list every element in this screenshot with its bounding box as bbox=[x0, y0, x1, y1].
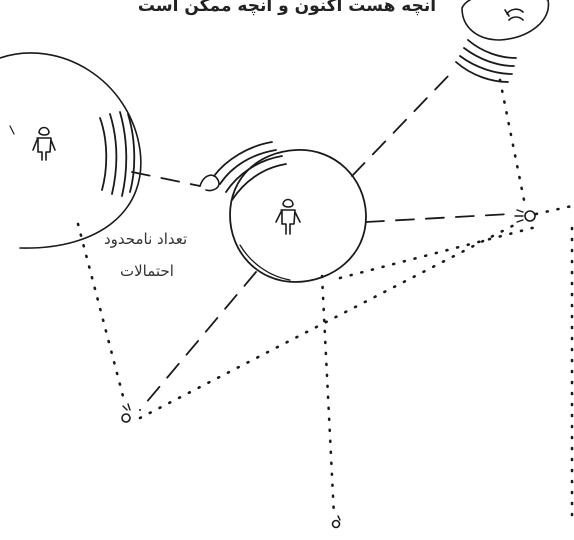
left-figure-icon bbox=[33, 128, 55, 161]
hook-mark bbox=[200, 175, 219, 190]
dash-left-to-center bbox=[132, 172, 200, 186]
dash-center-to-right bbox=[366, 214, 510, 222]
left-large-circle bbox=[0, 53, 141, 248]
dash-center-to-topright bbox=[352, 72, 452, 176]
left-circle-waves bbox=[100, 112, 134, 196]
central-figure-icon bbox=[276, 200, 300, 235]
possibilities-label-line2: احتمالات bbox=[120, 262, 174, 280]
top-right-circle-waves bbox=[456, 40, 516, 82]
dotted-connectors bbox=[78, 80, 572, 520]
dot-left-down bbox=[78, 224, 124, 400]
node-bottomleft-icon bbox=[122, 404, 130, 422]
left-circle-tick bbox=[10, 126, 14, 134]
dot-bottomleft-right bbox=[140, 222, 520, 418]
dot-topright-down bbox=[500, 80, 524, 200]
node-right-icon bbox=[515, 210, 535, 222]
top-right-figure-icon bbox=[505, 9, 523, 20]
dot-center-lower-right bbox=[340, 226, 540, 278]
dash-center-to-bottomleft bbox=[140, 272, 256, 410]
central-circle-waves bbox=[214, 142, 286, 200]
possibilities-label-line1: تعداد نامحدود bbox=[104, 230, 187, 248]
dashed-connectors bbox=[132, 72, 510, 410]
central-circle bbox=[230, 150, 366, 282]
dot-right-out bbox=[536, 206, 572, 214]
node-bottom-icon bbox=[333, 516, 341, 528]
top-right-circle bbox=[462, 0, 548, 40]
dot-center-down bbox=[322, 276, 334, 516]
